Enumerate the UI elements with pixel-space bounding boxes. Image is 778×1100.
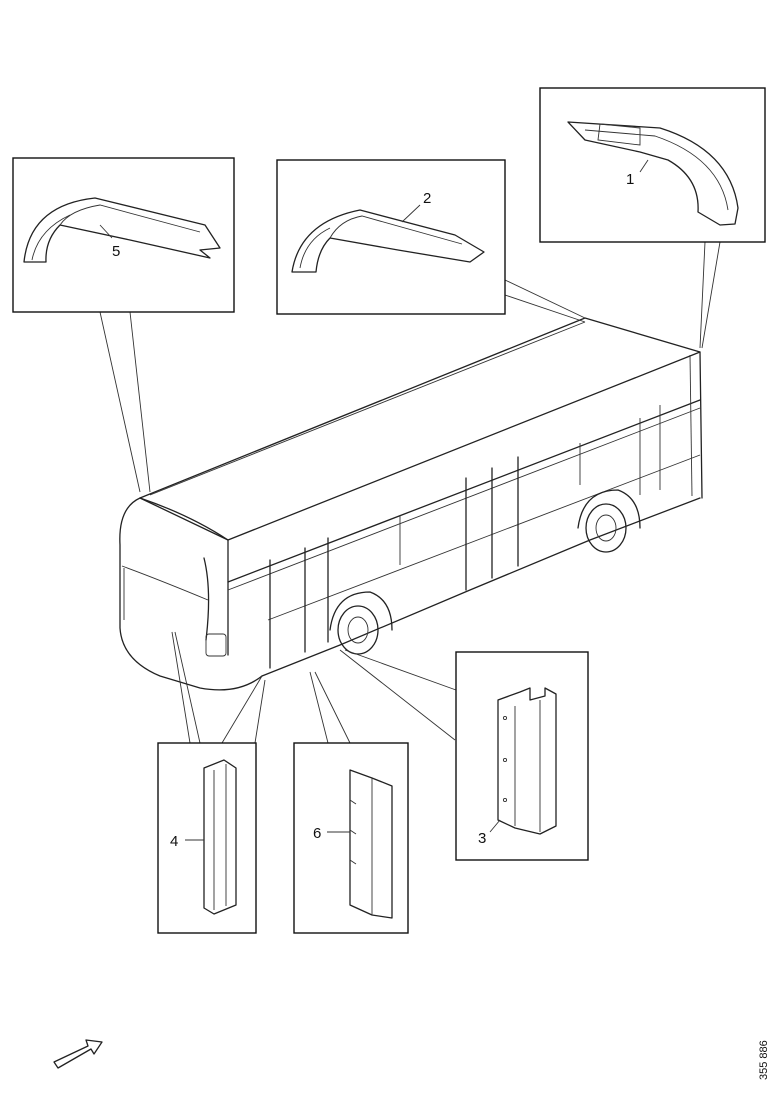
detail-box-part4: 4	[157, 742, 257, 934]
drawing-reference-number: 355 886	[758, 1040, 770, 1080]
callout-2: 2	[423, 190, 431, 207]
callout-5: 5	[112, 243, 120, 260]
detail-box-part3: 3	[455, 651, 589, 861]
detail-box-part2: 2	[276, 159, 506, 315]
callout-4: 4	[170, 833, 178, 850]
leader-lines	[99, 241, 721, 744]
arrow-icon	[53, 1039, 103, 1069]
bus-body	[119, 317, 703, 691]
detail-box-part5: 5	[12, 157, 235, 313]
callout-6: 6	[313, 825, 321, 842]
callout-1: 1	[626, 171, 634, 188]
callout-3: 3	[478, 830, 486, 847]
detail-box-part6: 6	[293, 742, 409, 934]
detail-box-part1: 1	[539, 87, 766, 243]
